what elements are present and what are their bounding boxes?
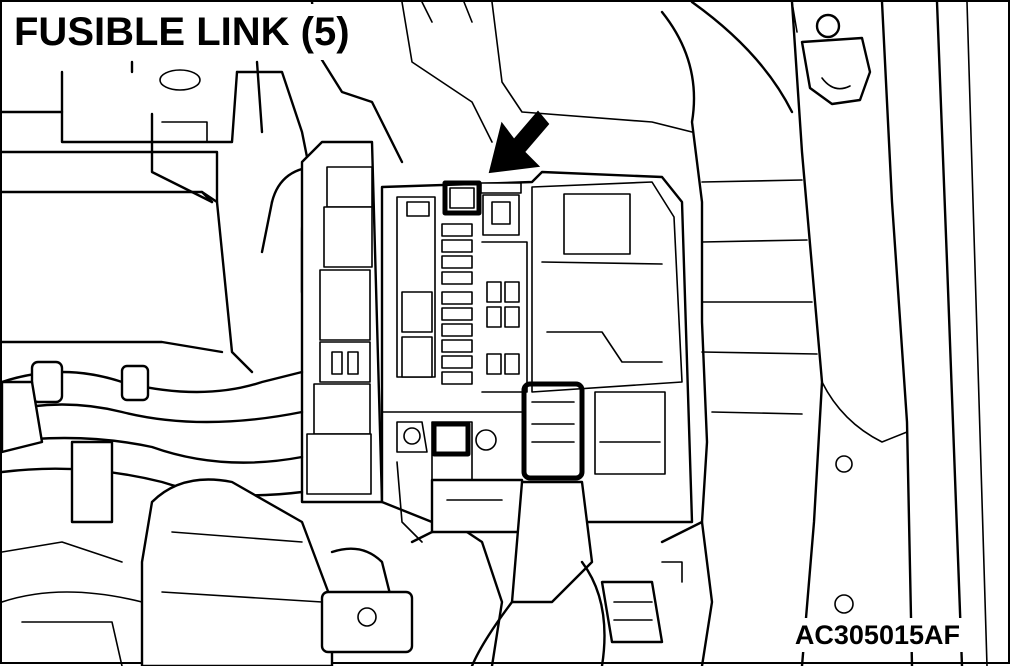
figure-title: FUSIBLE LINK (5)	[12, 4, 356, 60]
arrow-icon	[490, 112, 548, 172]
relay-stack	[302, 142, 382, 502]
figure-code: AC305015AF	[791, 618, 964, 652]
battery-area	[2, 192, 252, 372]
mini-fuse-column	[442, 224, 472, 384]
fender-panel	[792, 2, 987, 666]
